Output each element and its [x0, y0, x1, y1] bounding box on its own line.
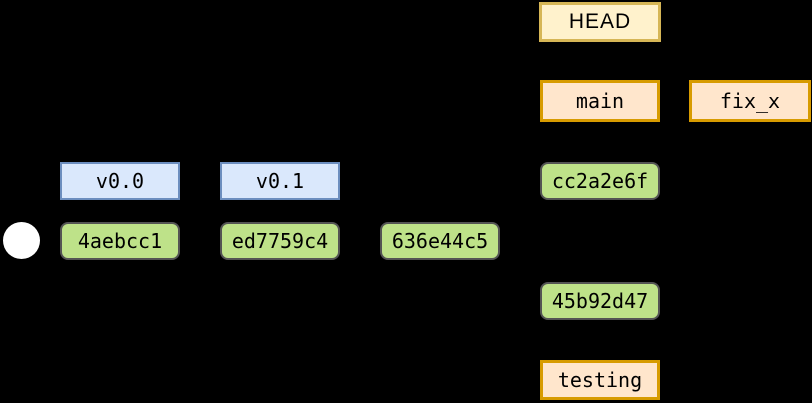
branch-node-fix-x: fix_x: [689, 80, 811, 122]
branch-node-main: main: [540, 80, 660, 122]
commit-node-ed7759c4: ed7759c4: [220, 222, 340, 260]
branch-node-testing: testing: [540, 360, 660, 400]
tag-node-v0-0: v0.0: [60, 162, 180, 200]
tag-node-v0-1: v0.1: [220, 162, 340, 200]
commit-node-636e44c5: 636e44c5: [380, 222, 500, 260]
commit-node-cc2a2e6f: cc2a2e6f: [540, 162, 660, 200]
commit-node-45b92d47: 45b92d47: [540, 282, 660, 320]
root-node-circle: [3, 222, 40, 259]
commit-node-4aebcc1: 4aebcc1: [60, 222, 180, 260]
head-pointer-node: HEAD: [539, 2, 661, 42]
